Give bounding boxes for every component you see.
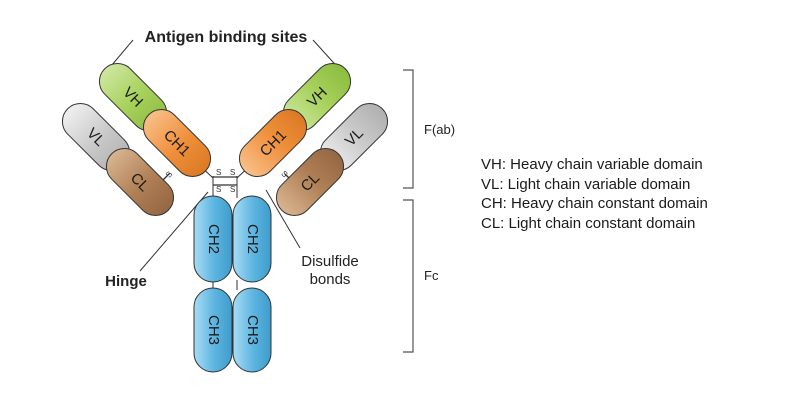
cl-domain-right: CL [275,147,345,217]
vh-domain-left: VH [98,62,168,132]
antigen-binding-sites-label: Antigen binding sites [145,29,308,46]
ch1-domain-right: CH1 [238,108,308,178]
fab-arm-right: VH VL CH1 CL [238,62,389,217]
ch3-domain-right: CH3 [232,287,272,373]
fc-label: Fc [424,268,439,283]
legend-item-cl: CL: Light chain constant domain [481,214,696,232]
svg-text:CH2: CH2 [205,224,222,254]
legend-item-vl: VL: Light chain variable domain [481,175,691,193]
hinge-label: Hinge [105,273,147,290]
sulfur-label: S [230,185,235,194]
svg-text:CH2: CH2 [244,224,261,254]
ch2-domain-left: CH2 [193,195,233,283]
sulfur-label: S [216,168,221,177]
ch3-domain-left: CH3 [193,287,233,373]
fc-bracket: Fc [403,199,439,353]
fab-bracket: F(ab) [403,69,455,189]
svg-text:CH3: CH3 [244,315,261,345]
legend-item-vh: VH: Heavy chain variable domain [481,156,703,173]
fc-region: CH2 CH2 CH3 CH3 [193,195,272,373]
sulfur-label: S [230,168,235,177]
disulfide-bonds-label-line1: Disulfide [301,253,359,270]
ch2-domain-right: CH2 [232,195,272,283]
disulfide-bonds-label-line2: bonds [310,271,351,288]
cl-domain-left: CL [105,147,175,217]
svg-text:CH3: CH3 [205,315,222,345]
legend-item-ch: CH: Heavy chain constant domain [481,195,708,212]
sulfur-label: S [216,185,221,194]
disulfide-bonds: S S S S S S S S [157,168,296,194]
fab-label: F(ab) [424,122,455,137]
abbreviation-legend: VH: Heavy chain variable domain VL: Ligh… [481,155,708,233]
fab-arm-left: VH VL CH1 CL [61,62,212,217]
sulfur-label: S [279,169,289,179]
